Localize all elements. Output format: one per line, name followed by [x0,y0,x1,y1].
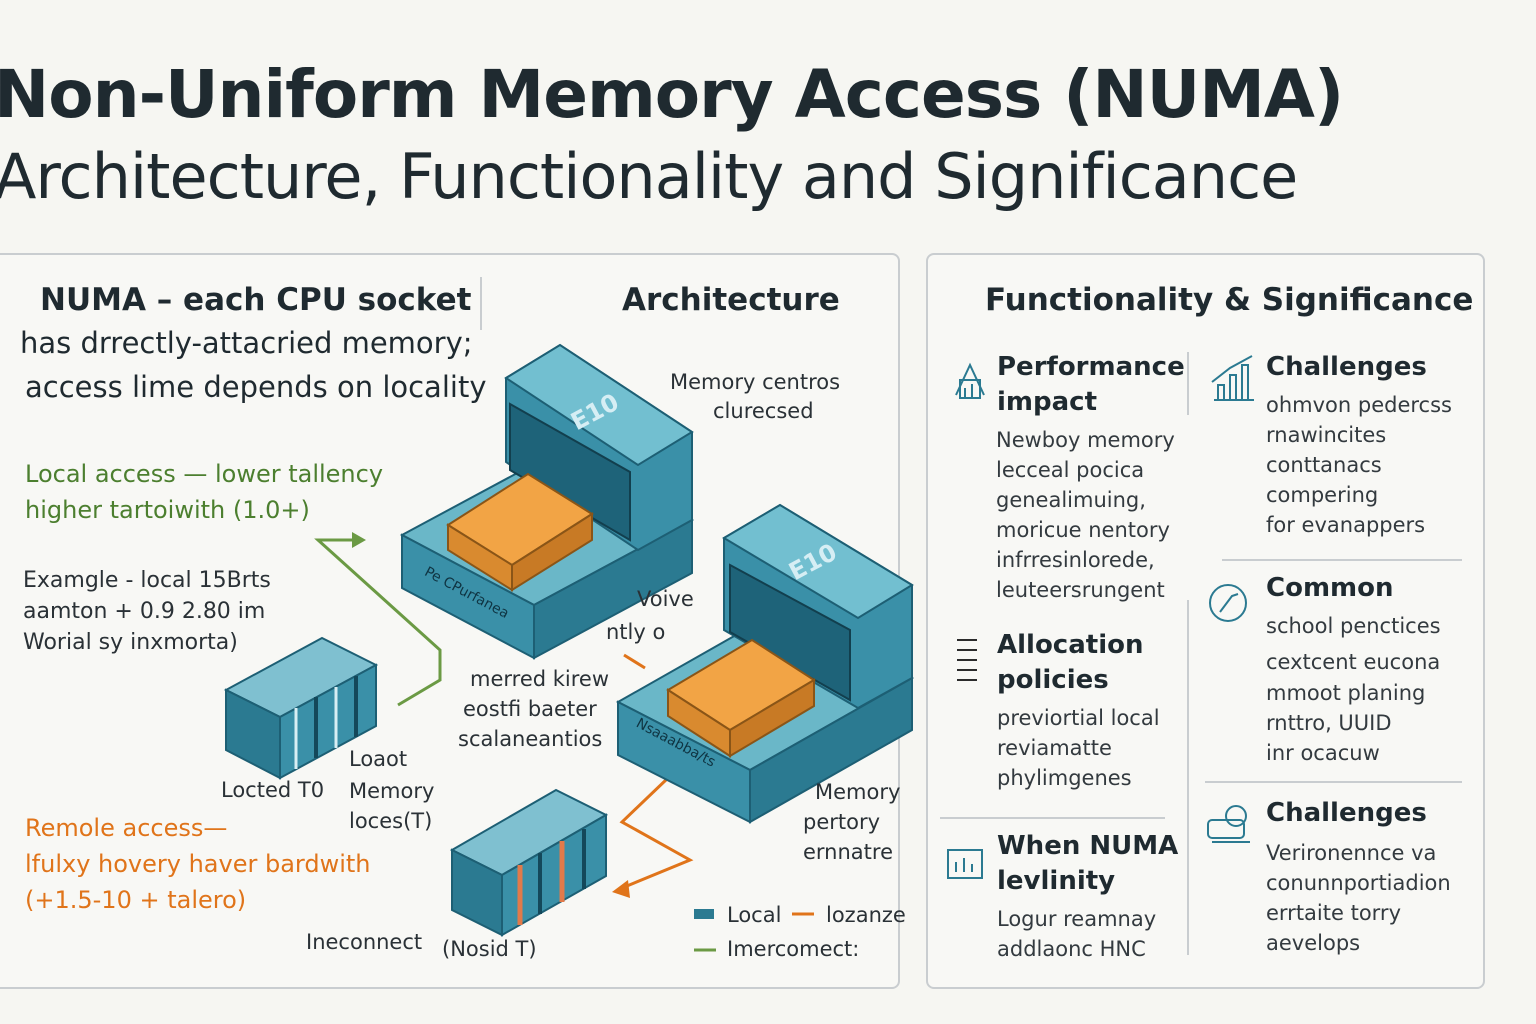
memory-remote-label: Memory [815,780,901,804]
memory-local-label-2: loces(T) [349,809,433,833]
memory-remote-label-2: pertory [803,810,881,834]
challenges-2-body-1: Verironennce va [1266,841,1437,865]
example-line-2: aamton + 0.9 2.80 im [23,599,266,624]
page-title: Non-Uniform Memory Access (NUMA) [0,56,1344,133]
voive-label: Voive [637,587,694,611]
remote-arrowhead [612,880,630,898]
common-body-3: mmoot planing [1266,681,1426,705]
allocation-heading: Allocation [997,630,1144,660]
memory-remote-label-3: ernnatre [803,840,893,864]
performance-heading: Performance [997,352,1185,382]
legend-local-swatch [694,909,714,919]
architecture-title: Architecture [622,282,840,318]
challenges-2-body-3: errtaite torry [1266,901,1401,925]
remote-access-line-1: Remole access— [25,814,228,842]
chart-doc-icon [947,849,983,879]
example-line-3: Worial sy inxmorta) [23,630,238,655]
bar-chart-icon [1211,355,1254,401]
when-numa-body-2: addlaonc HNC [997,937,1146,961]
functionality-title: Functionality & Significance [985,282,1474,318]
ntly-label: ntly o [606,620,666,644]
legend-lozanze: lozanze [826,903,906,927]
common-heading: Common [1266,573,1394,603]
tool-icon [1207,805,1250,843]
merred-label-2: eostfi baeter [463,697,597,721]
performance-body-2: lecceal pocica [996,458,1145,482]
memory-local-label: Memory [349,779,435,803]
intro-heading: NUMA – each CPU socket [40,282,472,318]
list-icon [957,639,977,681]
located-label: Locted T0 [221,778,325,802]
challenges-body-2: rnawincites [1266,423,1387,447]
challenges-body-1: ohmvon pedercss [1266,393,1452,417]
common-body-1: school penctices [1266,614,1441,638]
local-access-arrow [314,538,442,707]
memory-controller-label-2: clurecsed [713,399,814,423]
when-numa-body-1: Logur reamnay [997,907,1157,931]
challenges-2-body-4: aevelops [1266,931,1361,955]
functionality-panel [926,253,1485,989]
legend-local: Local [727,903,782,927]
allocation-body-2: reviamatte [997,736,1112,760]
performance-body-4: moricue nentory [996,518,1170,542]
loaot-label: Loaot [349,747,408,771]
when-numa-heading-2: levlinity [997,866,1116,896]
remote-memory-module [449,788,609,937]
allocation-body-1: previortial local [997,706,1160,730]
performance-body-3: genealimuing, [996,488,1146,512]
cpu-socket-2 [615,503,915,824]
example-line-1: Examgle - local 15Brts [23,568,271,593]
merred-label-3: scalaneantios [458,727,603,751]
allocation-heading-2: policies [997,665,1109,695]
local-memory-module [223,636,379,780]
memory-controller-label: Memory centros [670,370,841,394]
common-body-4: rnttro, UUID [1266,711,1392,735]
local-access-line-2: higher tartoiwith (1.0+) [25,496,310,524]
remote-access-line-3: (+1.5-10 + talero) [25,886,247,914]
remote-access-arrow [619,776,694,890]
challenges-body-5: for evanappers [1266,513,1426,537]
challenges-body-4: compering [1266,483,1379,507]
when-numa-heading: When NUMA [997,831,1179,861]
nosid-label: (Nosid T) [442,937,537,961]
performance-body-1: Newboy memory [996,428,1175,452]
legend-interconnect: Imercomect: [727,937,860,961]
intro-line-2: has drrectly-attacried memory; [20,326,473,360]
merred-label-1: merred kirew [470,667,610,691]
local-access-line-1: Local access — lower tallency [25,460,384,488]
allocation-body-3: phylimgenes [997,766,1132,790]
challenges-heading: Challenges [1266,352,1427,382]
interconnect-label: Ineconnect [306,930,423,954]
performance-body-5: infrresinlorede, [996,548,1155,572]
common-body-2: cextcent eucona [1266,650,1441,674]
performance-heading-2: impact [997,387,1098,417]
common-body-5: inr ocacuw [1266,741,1380,765]
cpu-socket-1 [399,343,695,660]
intro-line-3: access lime depends on locality [25,370,487,404]
performance-body-6: leuteersrungent [996,578,1165,602]
challenges-2-heading: Challenges [1266,798,1427,828]
challenges-body-3: conttanacs [1266,453,1382,477]
house-chart-icon [955,362,985,399]
challenges-2-body-2: conunnportiadion [1266,871,1451,895]
local-arrowhead [352,532,366,548]
compass-icon [1209,584,1247,622]
page-subtitle: Architecture, Functionality and Signific… [0,140,1298,213]
remote-access-line-2: lfulxy hovery haver bardwith [25,850,371,878]
